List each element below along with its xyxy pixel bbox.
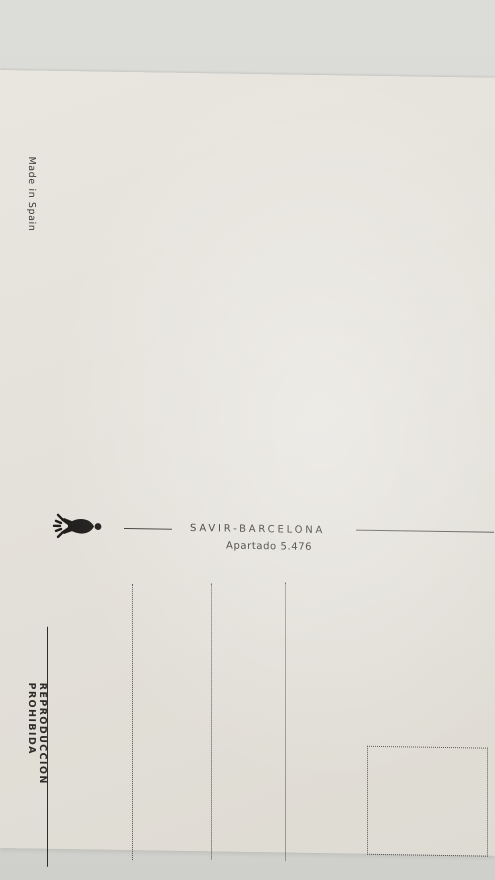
flamenco-dancer-icon (52, 513, 102, 539)
copyright-notice: REPRODUCCION PROHIBIDA (26, 682, 48, 785)
publisher-address: Apartado 5.476 (226, 540, 313, 553)
made-in-label: Made in Spain (26, 156, 37, 232)
divider-right (356, 529, 494, 533)
address-line-3 (285, 582, 286, 861)
postcard-back: Made in Spain SAVIR-BARCELONA Apartado 5… (0, 70, 495, 867)
stamp-box (367, 745, 488, 857)
publisher-name: SAVIR-BARCELONA (190, 522, 326, 537)
divider-left (124, 527, 172, 530)
address-line-2 (211, 583, 212, 860)
address-line-1 (132, 584, 133, 861)
